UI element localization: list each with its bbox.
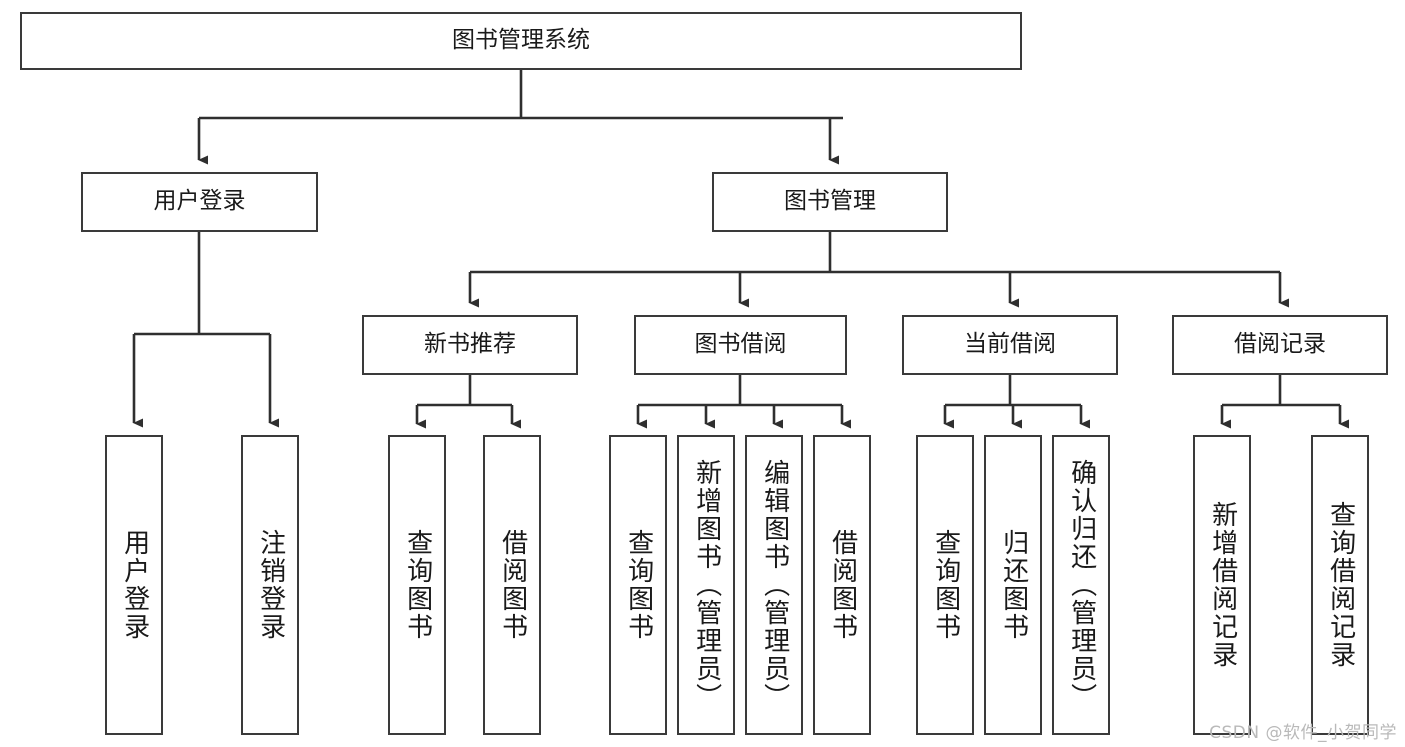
- node-label: 归还图书: [998, 529, 1029, 641]
- node-label: 当前借阅: [964, 331, 1056, 358]
- node-label: 新书推荐: [424, 331, 516, 358]
- node-label: 用户登录: [153, 188, 246, 215]
- node-label: 借阅图书: [827, 529, 858, 641]
- leaf-user-login-login[interactable]: 用户登录: [105, 435, 163, 735]
- leaf-borrow-add-book-admin[interactable]: 新增图书（管理员）: [677, 435, 735, 735]
- node-label: 查询图书: [402, 529, 433, 641]
- node-label: 图书管理系统: [452, 27, 590, 54]
- node-label: 借阅图书: [497, 529, 528, 641]
- leaf-record-add[interactable]: 新增借阅记录: [1193, 435, 1251, 735]
- leaf-record-query[interactable]: 查询借阅记录: [1311, 435, 1369, 735]
- node-label: 编辑图书（管理员）: [759, 459, 790, 711]
- leaf-current-query[interactable]: 查询图书: [916, 435, 974, 735]
- leaf-borrow-borrow-book[interactable]: 借阅图书: [813, 435, 871, 735]
- node-label: 查询借阅记录: [1325, 501, 1356, 669]
- leaf-borrow-query[interactable]: 查询图书: [609, 435, 667, 735]
- node-label: 图书管理: [784, 188, 876, 215]
- node-label: 用户登录: [119, 529, 150, 641]
- node-borrow-record[interactable]: 借阅记录: [1172, 315, 1388, 375]
- node-label: 查询图书: [930, 529, 961, 641]
- node-book-management[interactable]: 图书管理: [712, 172, 948, 232]
- node-label: 借阅记录: [1234, 331, 1326, 358]
- leaf-user-login-logout[interactable]: 注销登录: [241, 435, 299, 735]
- node-label: 图书借阅: [694, 331, 787, 358]
- node-label: 新增借阅记录: [1207, 501, 1238, 669]
- leaf-new-book-borrow[interactable]: 借阅图书: [483, 435, 541, 735]
- leaf-new-book-query[interactable]: 查询图书: [388, 435, 446, 735]
- leaf-current-confirm-return-admin[interactable]: 确认归还（管理员）: [1052, 435, 1110, 735]
- node-new-book-recommend[interactable]: 新书推荐: [362, 315, 578, 375]
- node-label: 确认归还（管理员）: [1066, 459, 1097, 711]
- node-label: 注销登录: [255, 529, 286, 641]
- leaf-current-return[interactable]: 归还图书: [984, 435, 1042, 735]
- node-label: 查询图书: [623, 529, 654, 641]
- node-user-login[interactable]: 用户登录: [81, 172, 318, 232]
- node-current-borrow[interactable]: 当前借阅: [902, 315, 1118, 375]
- leaf-borrow-edit-book-admin[interactable]: 编辑图书（管理员）: [745, 435, 803, 735]
- node-book-borrow[interactable]: 图书借阅: [634, 315, 847, 375]
- node-label: 新增图书（管理员）: [691, 459, 722, 711]
- node-root-system[interactable]: 图书管理系统: [20, 12, 1022, 70]
